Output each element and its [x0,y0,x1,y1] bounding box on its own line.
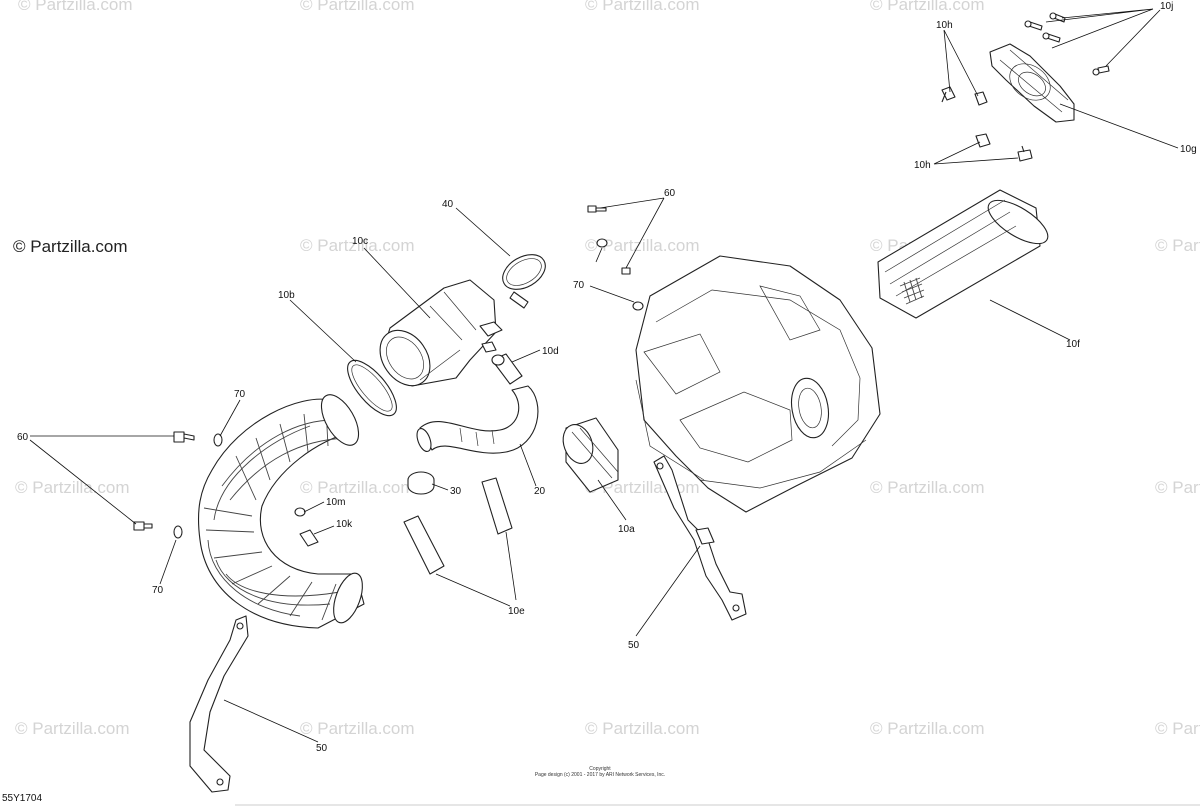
watermark: © Partzilla.com [585,0,700,14]
callout-20: 20 [534,486,546,497]
part-10d-fitting [491,353,523,385]
watermark: © Partzilla.com [15,478,130,497]
part-10c-adaptor [379,279,503,387]
part-30-clamp [407,471,435,495]
callout-50: 50 [316,743,328,754]
callout-10h: 10h [914,160,931,171]
part-10b-ring [347,359,397,417]
watermark: © Partzilla.com [300,0,415,14]
part-10g-cover [989,43,1075,123]
callout-10b: 10b [278,290,295,301]
part-60-70-hardware-left [133,431,223,539]
callout-40: 40 [442,199,454,210]
copyright-label: Copyright [589,766,611,772]
leader-lines [29,8,1179,743]
callout-labels: 10j 10h 10g 10h 60 40 10c 70 10b 10f 10d… [17,1,1197,754]
part-airbox [635,255,881,513]
part-10f-air-filter [877,189,1049,319]
callout-70: 70 [152,585,164,596]
watermark: © Partzilla.com [585,236,700,255]
copyright-notice: Page design (c) 2001 - 2017 by ARI Netwo… [535,772,665,778]
part-60-70-hardware-top [587,205,644,311]
callout-60: 60 [17,432,29,443]
callout-10h: 10h [936,20,953,31]
watermark: © Partzilla.com [1155,719,1200,738]
callout-10g: 10g [1180,144,1197,155]
part-10a-coupler [562,417,619,493]
callout-10d: 10d [542,346,559,357]
part-50-bracket-right [653,455,747,621]
watermark: © Partzilla.com [300,719,415,738]
callout-60: 60 [664,188,676,199]
callout-70: 70 [234,389,246,400]
part-20-hose [416,385,539,454]
partzilla-logo-text: © Partzilla.com [13,237,128,256]
watermark: © Partzilla.com [870,719,985,738]
footer: Copyright Page design (c) 2001 - 2017 by… [2,766,1200,806]
part-10h-clips [941,86,1033,162]
callout-10j: 10j [1160,1,1173,12]
watermarks: © Partzilla.com © Partzilla.com © Partzi… [13,0,1200,738]
part-40-clamp [502,254,546,309]
watermark: © Partzilla.com [1155,478,1200,497]
watermark: © Partzilla.com [300,478,415,497]
part-50-bracket-left [189,615,249,793]
watermark: © Partzilla.com [300,236,415,255]
part-grid-duct [197,394,365,629]
watermark: © Partzilla.com [585,719,700,738]
callout-10a: 10a [618,524,635,535]
diagram-code: 55Y1704 [2,793,42,804]
part-10m-10k [294,507,319,547]
callout-10e: 10e [508,606,525,617]
part-10e-straps [403,477,513,575]
callout-70: 70 [573,280,585,291]
callout-10k: 10k [336,519,353,530]
filter-mesh [899,277,925,305]
watermark: © Partzilla.com [1155,236,1200,255]
watermark: © Partzilla.com [870,0,985,14]
watermark: © Partzilla.com [870,478,985,497]
watermark: © Partzilla.com [18,0,133,14]
callout-30: 30 [450,486,462,497]
callout-10m: 10m [326,497,345,508]
watermark: © Partzilla.com [15,719,130,738]
part-10j-bolts [1024,12,1110,76]
callout-10f: 10f [1066,339,1080,350]
callout-50: 50 [628,640,640,651]
callout-10c: 10c [352,236,368,247]
